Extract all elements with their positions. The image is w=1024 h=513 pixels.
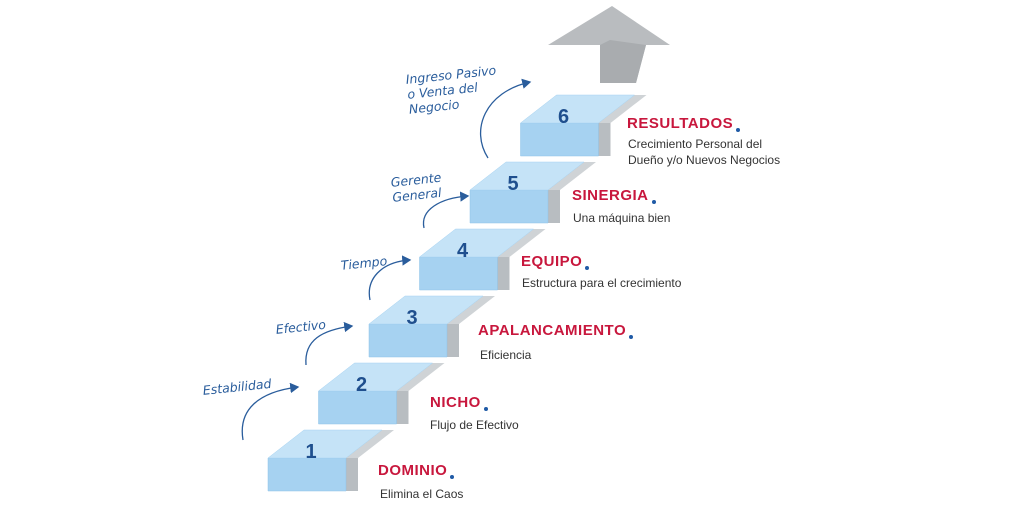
step-number: 4 (457, 240, 469, 262)
step-desc-sinergia: Una máquina bien (573, 211, 671, 225)
step-desc-resultados: Crecimiento Personal del Dueño y/o Nuevo… (628, 136, 780, 168)
bullet-dot (585, 266, 590, 270)
note-gerente-general: Gerente General (390, 170, 444, 205)
curved-arrow (422, 191, 470, 229)
step-title-dominio: DOMINIO (378, 462, 455, 479)
step-desc-equipo: Estructura para el crecimiento (522, 276, 682, 290)
step-number: 5 (507, 173, 518, 195)
step-side (346, 430, 394, 458)
step-number: 1 (305, 441, 316, 463)
step-3: 3 (368, 295, 495, 358)
staircase: 1 2 3 4 5 6 (267, 6, 670, 492)
curved-arrow (241, 382, 300, 441)
curved-arrow (479, 78, 532, 159)
step-desc-apalancamiento: Eficiencia (480, 348, 532, 362)
step-side-front (548, 190, 560, 223)
step-side-front (598, 123, 611, 156)
step-desc-dominio: Elimina el Caos (380, 487, 464, 501)
curved-arrows (241, 78, 532, 441)
step-4: 4 (418, 228, 546, 291)
desc-line: Dueño y/o Nuevos Negocios (628, 153, 781, 167)
step-1: 1 (267, 429, 394, 492)
step-side (548, 162, 596, 190)
step-tread (519, 94, 636, 124)
step-tread (469, 161, 585, 191)
step-side (447, 296, 495, 324)
step-6: 6 (519, 94, 647, 157)
step-title-nicho: NICHO (430, 394, 488, 411)
bullet-dot (450, 475, 455, 479)
step-side-front (346, 458, 358, 491)
step-number: 3 (406, 307, 417, 329)
step-5: 5 (469, 161, 596, 224)
step-number: 2 (356, 374, 367, 396)
step-2: 2 (317, 362, 445, 425)
bullet-dot (483, 407, 488, 411)
step-side (396, 363, 445, 391)
note-ingreso-pasivo: Ingreso Pasivo o Venta del Negocio (405, 63, 500, 117)
step-number: 6 (558, 106, 569, 128)
step-side (497, 229, 546, 257)
bullet-dot (736, 128, 741, 132)
arrow-shaft (600, 40, 646, 83)
bullet-dot (651, 200, 656, 204)
step-side-front (497, 257, 510, 290)
step-tread (267, 429, 383, 459)
bullet-dot (629, 335, 634, 339)
step-side (598, 95, 647, 123)
step-tread (368, 295, 484, 325)
curved-arrow (368, 255, 412, 301)
step-side-front (447, 324, 459, 357)
step-tread (418, 228, 535, 258)
step-title-sinergia: SINERGIA (572, 187, 656, 204)
step-title-apalancamiento: APALANCAMIENTO (478, 322, 634, 339)
desc-line: Crecimiento Personal del (628, 137, 763, 151)
curved-arrow (305, 321, 354, 366)
step-tread (317, 362, 434, 392)
step-title-equipo: EQUIPO (521, 253, 590, 270)
step-desc-nicho: Flujo de Efectivo (430, 418, 519, 432)
step-side-front (396, 391, 409, 424)
step-title-resultados: RESULTADOS (627, 115, 741, 132)
